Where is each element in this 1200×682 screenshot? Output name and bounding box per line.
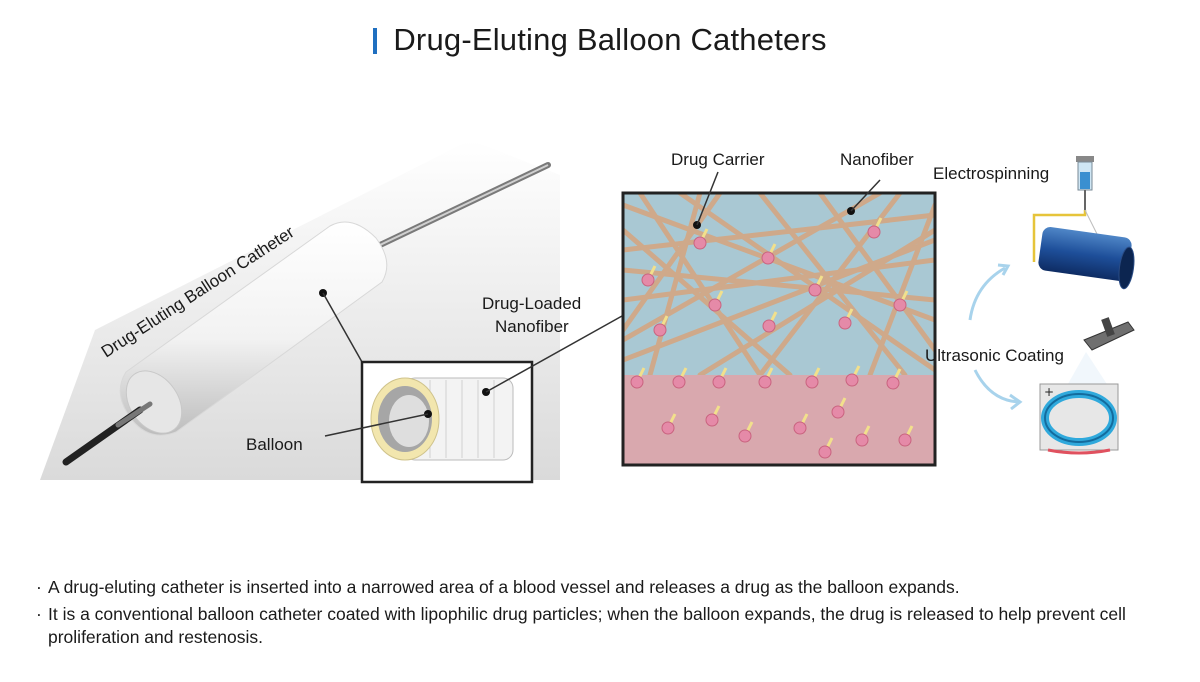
electrospinning-wire	[1032, 210, 1087, 262]
fiber-strand	[623, 267, 935, 303]
drug-particle	[630, 375, 644, 389]
page-title-text: Drug-Eluting Balloon Catheters	[393, 22, 827, 57]
drug-particle	[845, 373, 859, 387]
nanofiber-pointer-line	[485, 315, 623, 393]
drug-particle	[758, 375, 772, 389]
balloon-label: Balloon	[246, 435, 303, 454]
note-item-2: · It is a conventional balloon catheter …	[36, 603, 1176, 649]
arrowhead-electrospinning	[997, 263, 1011, 276]
fiber-strand	[637, 193, 763, 375]
drug-particle	[761, 251, 775, 265]
drug-particle	[898, 433, 912, 447]
drug-particle	[867, 225, 881, 239]
carrier-pointer-line	[696, 171, 719, 226]
collector-roller	[1038, 226, 1132, 282]
drug-loaded-label-2: Nanofiber	[495, 317, 569, 336]
arrow-to-electrospinning	[968, 266, 1006, 321]
fiber-strand	[867, 202, 935, 375]
drug-particle	[808, 283, 822, 297]
notes-list: · A drug-eluting catheter is inserted in…	[36, 576, 1176, 653]
title-accent-bar	[373, 28, 378, 54]
balloon-pointer-line	[322, 292, 363, 363]
ultrasonic-label: Ultrasonic Coating	[925, 346, 1064, 365]
drug-particle	[855, 433, 869, 447]
electrospinning-icon	[1032, 156, 1135, 290]
bullet-2: ·	[36, 604, 42, 624]
title-wrap: Drug-Eluting Balloon Catheters	[0, 22, 1200, 58]
syringe-fluid	[1080, 172, 1090, 189]
panel-frame	[621, 191, 937, 467]
bullet-1: ·	[36, 577, 42, 597]
nanofiber-panel	[621, 171, 937, 467]
diagram-figure: Drug-Eluting Balloon Catheter Balloon Dr…	[40, 140, 1135, 484]
inner-pointer-line	[324, 413, 429, 437]
drug-particle	[893, 298, 907, 312]
drug-particle	[838, 316, 852, 330]
fiber-strand	[623, 227, 793, 375]
drug-particle	[661, 421, 675, 435]
drug-particle	[818, 445, 832, 459]
drug-particle	[793, 421, 807, 435]
arrow-to-ultrasonic	[973, 369, 1019, 404]
drug-particle	[693, 236, 707, 250]
electrospinning-label: Electrospinning	[933, 164, 1049, 183]
fiber-strand	[623, 237, 935, 363]
drug-loaded-label-1: Drug-Loaded	[482, 294, 581, 313]
note-item-1: · A drug-eluting catheter is inserted in…	[36, 576, 1176, 599]
nanofiber-label: Nanofiber	[840, 150, 914, 169]
coated-ring-edge	[1044, 393, 1114, 443]
page-title: Drug-Eluting Balloon Catheters	[373, 22, 826, 58]
drug-carrier-label: Drug Carrier	[671, 150, 765, 169]
fiber-strand	[817, 193, 935, 353]
drug-particle	[886, 376, 900, 390]
lower-layer	[623, 375, 935, 465]
fiber-mesh	[623, 193, 935, 375]
process-arrows	[968, 263, 1023, 411]
drug-particle	[712, 375, 726, 389]
fiber-strand	[623, 257, 935, 303]
note-text-2: It is a conventional balloon catheter co…	[48, 604, 1126, 647]
fiber-strand	[677, 193, 935, 373]
plus-sign-icon: +	[1044, 385, 1054, 399]
drug-particle	[762, 319, 776, 333]
fiber-strand	[623, 193, 723, 333]
stage-electrode	[1047, 448, 1111, 455]
roller-end	[1118, 246, 1135, 290]
arrowhead-ultrasonic	[1009, 393, 1023, 411]
balloon-inset	[324, 315, 623, 484]
guidewire-highlight	[379, 164, 549, 246]
tip-shaft	[115, 401, 153, 428]
drug-particle	[705, 413, 719, 427]
drug-particle	[831, 405, 845, 419]
drug-particle	[805, 375, 819, 389]
balloon-body	[119, 221, 388, 436]
drug-particle	[672, 375, 686, 389]
drug-particle	[708, 298, 722, 312]
drug-particle	[738, 429, 752, 443]
particle-layer	[630, 217, 914, 459]
drug-particle	[641, 273, 655, 287]
note-text-1: A drug-eluting catheter is inserted into…	[48, 577, 960, 597]
balloon-lumen-inner	[389, 395, 429, 447]
ultrasonic-icon: +	[1039, 317, 1135, 455]
fiber-pointer-line	[850, 179, 881, 212]
spray-nozzle-handle	[1101, 317, 1115, 337]
drug-particle	[653, 323, 667, 337]
syringe-plunger	[1076, 156, 1094, 162]
